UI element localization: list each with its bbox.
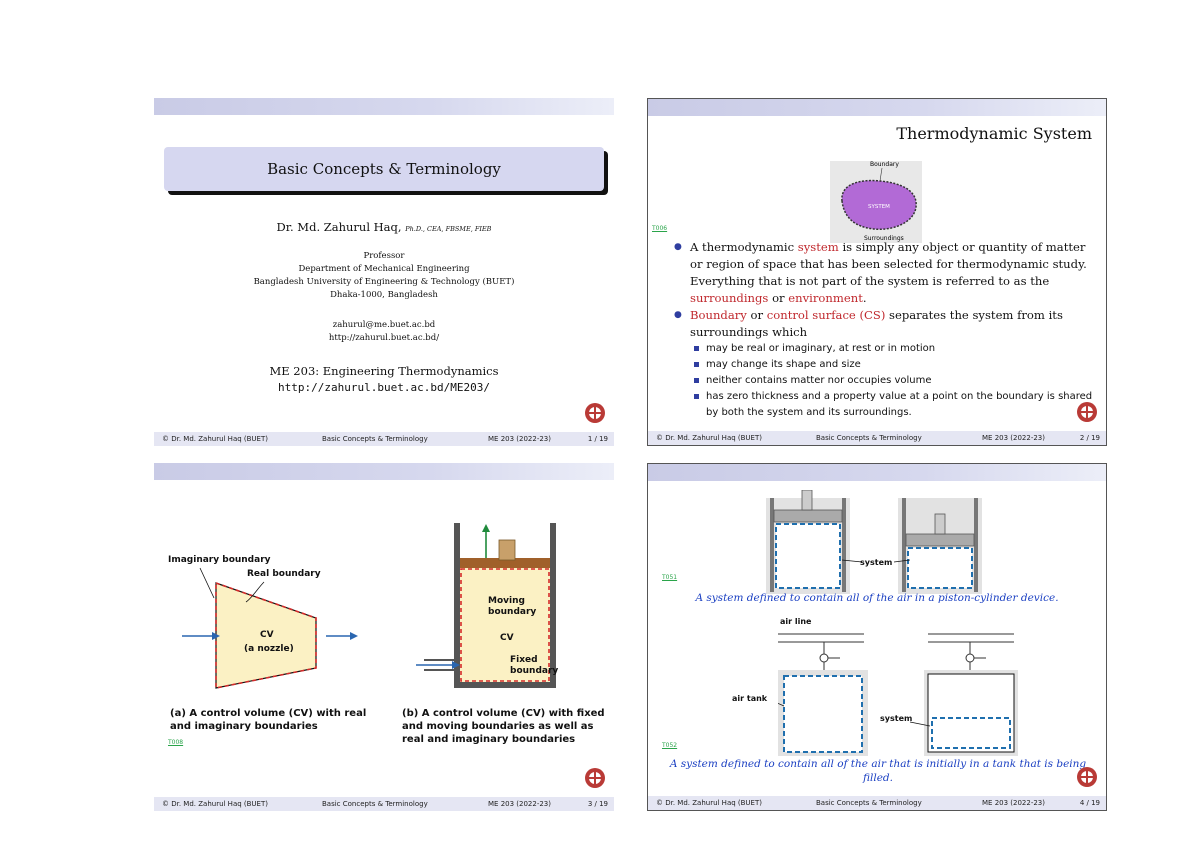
slide-4: system T051 A system defined to contain … [647, 463, 1107, 811]
slide-header-bar [648, 464, 1106, 481]
term-boundary: Boundary [690, 308, 747, 322]
author-name: Dr. Md. Zahurul Haq, [276, 220, 402, 234]
tank-filling-figure [778, 633, 1018, 756]
sub-bullet: has zero thickness and a property value … [690, 389, 1099, 421]
bullet-text: or [768, 291, 789, 305]
caption-b: (b) A control volume (CV) with fixed and… [402, 708, 605, 745]
caption-a: (a) A control volume (CV) with real and … [170, 708, 367, 732]
fig-label-system: SYSTEM [868, 204, 890, 210]
footer-page: 2 / 19 [1079, 434, 1100, 442]
bullet-text: is simply any object or quantity of matt… [690, 240, 1087, 288]
figure-ref[interactable]: T006 [652, 225, 668, 232]
footer-title: Basic Concepts & Terminology [322, 800, 428, 808]
footer-author: © Dr. Md. Zahurul Haq (BUET) [162, 435, 268, 443]
slide-footer: © Dr. Md. Zahurul Haq (BUET) Basic Conce… [154, 797, 614, 811]
author-website[interactable]: http://zahurul.buet.ac.bd/ [328, 333, 440, 343]
slide-1: Basic Concepts & Terminology Dr. Md. Zah… [154, 98, 614, 446]
figure-ref[interactable]: T051 [662, 574, 678, 581]
slide-title: Basic Concepts & Terminology [267, 160, 501, 178]
piston-cylinder-figure [766, 490, 982, 594]
slide-2: Thermodynamic System Boundary SYSTEM Sur… [647, 98, 1107, 446]
footer-title: Basic Concepts & Terminology [816, 434, 922, 442]
caption-tank: A system defined to contain all of the a… [669, 758, 1087, 784]
footer-course: ME 203 (2022-23) [982, 434, 1045, 442]
footer-author: © Dr. Md. Zahurul Haq (BUET) [162, 800, 268, 808]
slide-footer: © Dr. Md. Zahurul Haq (BUET) Basic Conce… [154, 432, 614, 446]
buet-logo-icon [585, 768, 605, 788]
footer-course: ME 203 (2022-23) [488, 800, 551, 808]
label-cv: CV [260, 630, 274, 640]
slide-header-bar [154, 463, 614, 480]
sub-bullet-list: may be real or imaginary, at rest or in … [690, 341, 1099, 421]
label-fixed-boundary: Fixed boundary [510, 655, 559, 676]
footer-course: ME 203 (2022-23) [488, 435, 551, 443]
label-nozzle: (a nozzle) [244, 644, 294, 654]
bullet-text: A thermodynamic [690, 240, 798, 254]
sub-bullet: neither contains matter nor occupies vol… [690, 373, 1099, 389]
author-university: Bangladesh University of Engineering & T… [253, 277, 515, 287]
slide-3: Imaginary boundary Real boundary CV (a n… [154, 463, 614, 811]
author-line: Dr. Md. Zahurul Haq, Ph.D., CEA, FBSME, … [154, 220, 614, 234]
label-system: system [860, 558, 893, 567]
label-cv-piston: CV [500, 633, 514, 643]
footer-page: 4 / 19 [1079, 799, 1100, 807]
bullet-text: . [862, 291, 867, 305]
label-imaginary-boundary: Imaginary boundary [168, 555, 271, 565]
frame-title: Thermodynamic System [896, 124, 1092, 143]
footer-title: Basic Concepts & Terminology [322, 435, 428, 443]
footer-course: ME 203 (2022-23) [982, 799, 1045, 807]
buet-logo-icon [1077, 402, 1097, 422]
term-surroundings: surroundings [690, 291, 769, 305]
footer-author: © Dr. Md. Zahurul Haq (BUET) [656, 799, 762, 807]
bullet-list: A thermodynamic system is simply any obj… [674, 239, 1099, 421]
course-url[interactable]: http://zahurul.buet.ac.bd/ME203/ [278, 381, 490, 394]
caption-piston-cylinder: A system defined to contain all of the a… [695, 592, 1059, 604]
system-boundary-figure: Boundary SYSTEM Surroundings [830, 161, 922, 243]
author-department: Department of Mechanical Engineering [298, 264, 470, 274]
footer-title: Basic Concepts & Terminology [816, 799, 922, 807]
label-air-tank: air tank [732, 694, 768, 703]
bullet-system: A thermodynamic system is simply any obj… [674, 239, 1099, 307]
control-volume-figures [182, 523, 556, 689]
label-air-line: air line [780, 617, 812, 626]
figure-ref[interactable]: T052 [662, 742, 678, 749]
slide-header-bar [154, 98, 614, 115]
term-control-surface: control surface (CS) [766, 308, 886, 322]
label-real-boundary: Real boundary [247, 569, 321, 579]
sub-bullet: may be real or imaginary, at rest or in … [690, 341, 1099, 357]
slide-header-bar [648, 99, 1106, 116]
author-credentials: Ph.D., CEA, FBSME, FIEB [405, 225, 492, 233]
fig-label-boundary: Boundary [870, 161, 899, 168]
term-system: system [797, 240, 839, 254]
footer-author: © Dr. Md. Zahurul Haq (BUET) [656, 434, 762, 442]
label-system-tank: system [880, 714, 913, 723]
bullet-text: or [746, 308, 767, 322]
bullet-text: separates the system from its surroundin… [690, 308, 1063, 339]
author-email[interactable]: zahurul@me.buet.ac.bd [332, 320, 436, 330]
footer-page: 1 / 19 [587, 435, 608, 443]
figure-ref[interactable]: T008 [168, 739, 184, 746]
slide-footer: © Dr. Md. Zahurul Haq (BUET) Basic Conce… [648, 796, 1106, 810]
buet-logo-icon [1077, 767, 1097, 787]
slide-footer: © Dr. Md. Zahurul Haq (BUET) Basic Conce… [648, 431, 1106, 445]
footer-page: 3 / 19 [587, 800, 608, 808]
slide-title-box: Basic Concepts & Terminology [164, 147, 604, 191]
sub-bullet: may change its shape and size [690, 357, 1099, 373]
course-name: ME 203: Engineering Thermodynamics [269, 364, 499, 378]
author-city: Dhaka-1000, Bangladesh [330, 290, 438, 300]
term-environment: environment [788, 291, 863, 305]
label-moving-boundary: Moving boundary [488, 596, 537, 617]
buet-logo-icon [585, 403, 605, 423]
bullet-boundary: Boundary or control surface (CS) separat… [674, 307, 1099, 421]
author-position: Professor [363, 251, 405, 261]
